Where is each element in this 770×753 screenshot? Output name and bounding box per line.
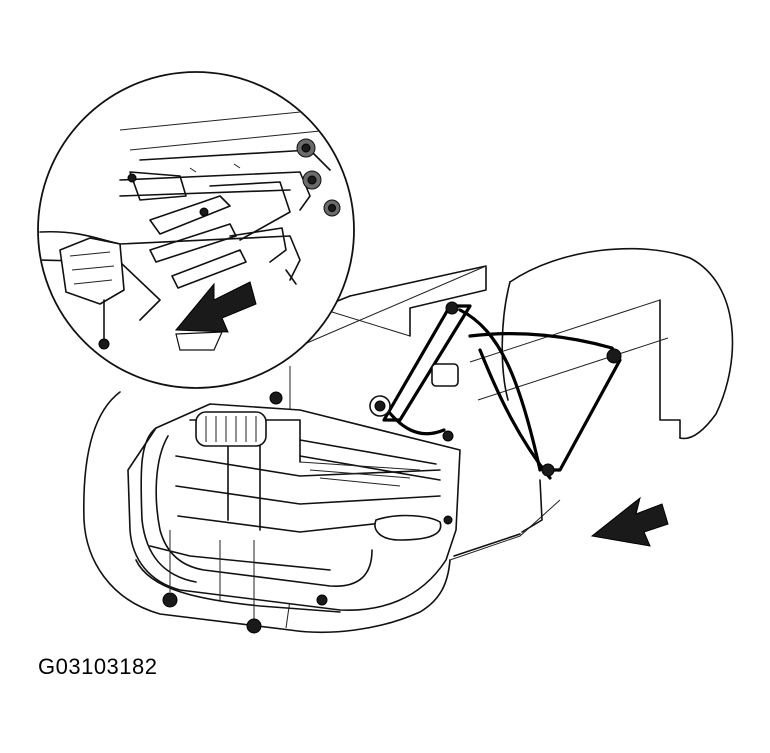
removal-direction-arrow-icon bbox=[590, 490, 669, 547]
door-module bbox=[127, 391, 461, 634]
detail-magnifier-icon bbox=[37, 71, 355, 389]
detail-leader-lines bbox=[285, 265, 487, 353]
door-inner-panel bbox=[83, 265, 561, 634]
removal-direction-arrow-icon bbox=[174, 281, 257, 351]
window-regulator bbox=[369, 301, 622, 557]
figure-caption: G03103182 bbox=[38, 654, 158, 679]
